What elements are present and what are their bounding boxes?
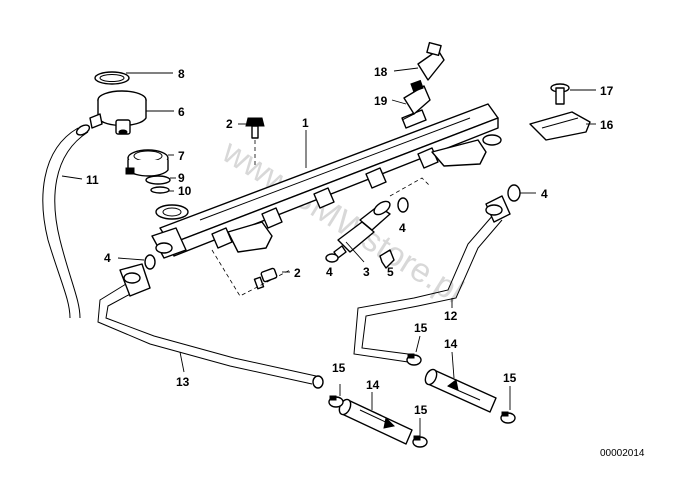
o-ring-9 [145, 175, 171, 185]
clamp-15-c [406, 353, 422, 366]
callout-16: 16 [600, 118, 614, 132]
callout-4-right: 4 [541, 187, 548, 201]
screw-2-lower [253, 267, 278, 290]
callout-9: 9 [178, 171, 185, 185]
callout-15-c: 15 [414, 321, 428, 335]
connector-19 [401, 79, 431, 121]
callout-8: 8 [178, 67, 185, 81]
callout-15-b: 15 [414, 403, 428, 417]
callout-4-left: 4 [104, 251, 111, 265]
o-ring-4-rail [397, 197, 409, 213]
pressure-regulator-6 [89, 90, 147, 135]
o-ring-4-injector [325, 253, 339, 263]
o-ring-4-left [144, 254, 156, 270]
callout-5: 5 [387, 265, 394, 279]
callout-19: 19 [374, 94, 388, 108]
leader-lines [61, 67, 596, 436]
clamp-7 [125, 149, 169, 177]
screw-17 [550, 83, 570, 105]
callout-13: 13 [176, 375, 190, 389]
fuel-line-13 [97, 263, 324, 389]
callout-7: 7 [178, 149, 185, 163]
hose-14-lower [338, 398, 413, 445]
clamp-15-a [328, 395, 344, 408]
fuel-line-12 [353, 195, 511, 363]
callout-1: 1 [302, 116, 309, 130]
bracket-16 [529, 111, 591, 141]
callout-4-injector: 4 [326, 265, 333, 279]
callout-2-lower: 2 [294, 266, 301, 280]
o-ring-10 [150, 186, 170, 194]
callout-labels: 8 6 7 9 10 11 2 1 18 19 17 16 4 4 4 4 3 … [86, 65, 614, 417]
o-ring-4-right [507, 184, 521, 202]
fuel-rail-1 [151, 103, 502, 259]
callout-3: 3 [363, 265, 370, 279]
callout-4-rail: 4 [399, 221, 406, 235]
clamp-15-b [412, 435, 428, 448]
callout-11: 11 [86, 173, 99, 187]
callout-17: 17 [600, 84, 614, 98]
callout-2-top: 2 [226, 117, 233, 131]
clip-5 [379, 249, 395, 269]
callout-12: 12 [444, 309, 458, 323]
o-ring-8 [94, 71, 130, 85]
fuel-injector-3 [333, 200, 391, 259]
connector-18 [417, 41, 445, 81]
callout-15-a: 15 [332, 361, 346, 375]
callout-14-lower: 14 [366, 378, 380, 392]
callout-14-upper: 14 [444, 337, 458, 351]
callout-18: 18 [374, 65, 388, 79]
screw-2-top [245, 117, 265, 139]
callout-10: 10 [178, 184, 192, 198]
callout-15-d: 15 [503, 371, 517, 385]
clamp-15-d [500, 411, 516, 424]
regulator-port [155, 204, 189, 220]
callout-6: 6 [178, 105, 185, 119]
document-number: 00002014 [600, 448, 645, 459]
hose-14-upper [424, 368, 497, 413]
hose-11 [42, 124, 91, 319]
